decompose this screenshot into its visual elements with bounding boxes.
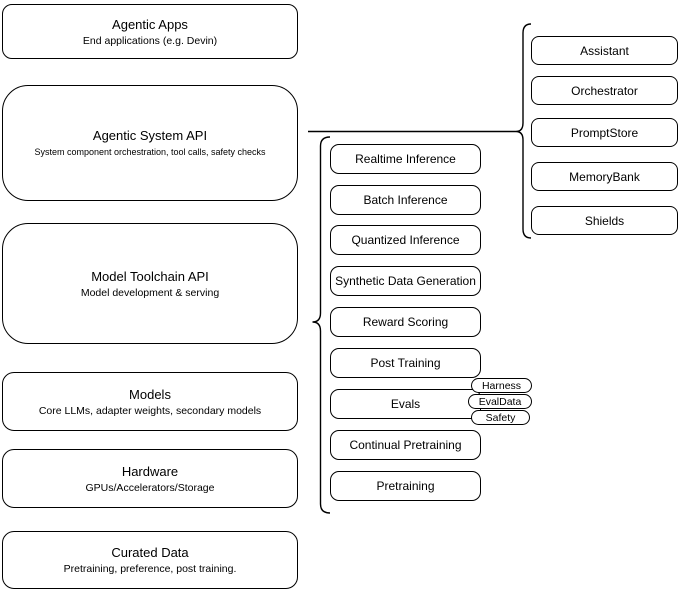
box-assistant: Assistant [531,36,678,65]
box-memorybank: MemoryBank [531,162,678,191]
box-agentic-apps-subtitle: End applications (e.g. Devin) [82,34,218,47]
box-agentic-apps-title: Agentic Apps [112,16,188,32]
box-hardware-subtitle: GPUs/Accelerators/Storage [85,481,215,494]
box-synthetic-data-generation: Synthetic Data Generation [330,266,481,296]
box-model-toolchain-api-title: Model Toolchain API [91,268,209,284]
box-reward-scoring: Reward Scoring [330,307,481,337]
box-agentic-apps: Agentic Apps End applications (e.g. Devi… [2,4,298,59]
box-shields: Shields [531,206,678,235]
tag-harness: Harness [471,378,532,393]
box-post-training: Post Training [330,348,481,378]
box-model-toolchain-api-subtitle: Model development & serving [80,286,220,299]
toolchain-brace [312,136,331,514]
components-brace [515,23,532,239]
box-agentic-system-api-subtitle: System component orchestration, tool cal… [34,147,266,157]
box-orchestrator: Orchestrator [531,76,678,105]
box-models: Models Core LLMs, adapter weights, secon… [2,372,298,431]
box-pretraining: Pretraining [330,471,481,501]
box-hardware: Hardware GPUs/Accelerators/Storage [2,449,298,508]
box-curated-data: Curated Data Pretraining, preference, po… [2,531,298,589]
box-models-subtitle: Core LLMs, adapter weights, secondary mo… [38,404,262,417]
tag-safety: Safety [471,410,530,425]
box-model-toolchain-api: Model Toolchain API Model development & … [2,223,298,344]
box-agentic-system-api-title: Agentic System API [92,128,208,143]
box-evals: Evals [330,389,481,419]
box-realtime-inference: Realtime Inference [330,144,481,174]
box-promptstore: PromptStore [531,118,678,147]
box-batch-inference: Batch Inference [330,185,481,215]
box-curated-data-title: Curated Data [111,545,189,560]
tag-evaldata: EvalData [468,394,532,409]
box-quantized-inference: Quantized Inference [330,225,481,255]
box-models-title: Models [129,386,171,402]
box-hardware-title: Hardware [121,463,179,479]
box-curated-data-subtitle: Pretraining, preference, post training. [63,563,237,575]
box-continual-pretraining: Continual Pretraining [330,430,481,460]
box-agentic-system-api: Agentic System API System component orch… [2,85,298,201]
